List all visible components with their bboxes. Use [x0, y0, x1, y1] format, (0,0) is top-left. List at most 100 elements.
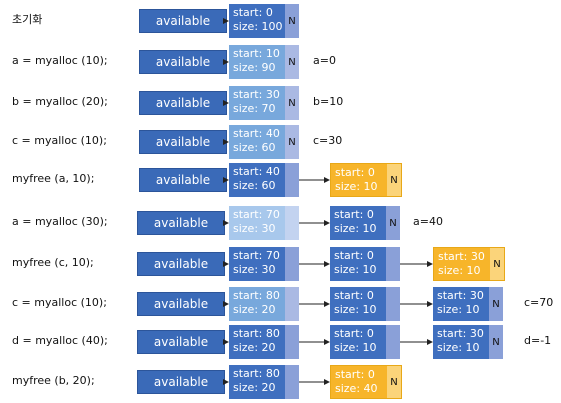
return-value: d=-1 — [524, 334, 552, 347]
node-start: start: 40 — [233, 165, 280, 178]
next-pointer-tail — [285, 325, 299, 359]
node-start: start: 0 — [334, 289, 374, 302]
node-size: size: 100 — [233, 20, 283, 33]
available-head: available — [137, 330, 225, 354]
null-pointer-tail: N — [285, 45, 299, 79]
next-pointer-tail — [285, 247, 299, 281]
node-start: start: 70 — [233, 249, 280, 262]
node-size: size: 10 — [334, 341, 377, 354]
operation-label: a = myalloc (30); — [12, 215, 108, 228]
node-size: size: 10 — [334, 222, 377, 235]
node-start: start: 70 — [233, 208, 280, 221]
next-pointer-tail — [285, 206, 299, 240]
node-start: start: 0 — [334, 208, 374, 221]
null-pointer-tail: N — [387, 366, 401, 398]
node-size: size: 60 — [233, 179, 276, 192]
node-size: size: 10 — [437, 303, 480, 316]
return-value: a=40 — [413, 215, 443, 228]
next-pointer-tail — [386, 287, 400, 321]
node-start: start: 0 — [334, 249, 374, 262]
node-size: size: 60 — [233, 141, 276, 154]
available-head: available — [137, 292, 225, 316]
available-head: available — [137, 211, 225, 235]
node-size: size: 40 — [335, 382, 378, 395]
operation-label: d = myalloc (40); — [12, 334, 108, 347]
next-pointer-tail — [386, 247, 400, 281]
null-pointer-tail: N — [285, 86, 299, 120]
operation-label: a = myalloc (10); — [12, 54, 108, 67]
node-start: start: 80 — [233, 367, 280, 380]
null-pointer-tail: N — [489, 287, 503, 321]
next-pointer-tail — [285, 287, 299, 321]
operation-label: myfree (a, 10); — [12, 172, 95, 185]
node-start: start: 0 — [334, 327, 374, 340]
node-start: start: 30 — [438, 250, 485, 263]
node-size: size: 10 — [438, 264, 481, 277]
node-start: start: 30 — [437, 289, 484, 302]
node-start: start: 30 — [437, 327, 484, 340]
operation-label: c = myalloc (10); — [12, 296, 107, 309]
return-value: a=0 — [313, 54, 336, 67]
next-pointer-tail — [285, 163, 299, 197]
null-pointer-tail: N — [285, 4, 299, 38]
null-pointer-tail: N — [490, 248, 504, 280]
available-head: available — [137, 252, 225, 276]
next-pointer-tail — [386, 325, 400, 359]
node-size: size: 30 — [233, 222, 276, 235]
available-head: available — [139, 168, 227, 192]
node-size: size: 10 — [437, 341, 480, 354]
node-start: start: 0 — [335, 166, 375, 179]
null-pointer-tail: N — [387, 164, 401, 196]
node-start: start: 80 — [233, 289, 280, 302]
operation-label: myfree (c, 10); — [12, 256, 94, 269]
operation-label: 초기화 — [12, 13, 43, 26]
operation-label: c = myalloc (10); — [12, 134, 107, 147]
available-head: available — [139, 130, 227, 154]
null-pointer-tail: N — [386, 206, 400, 240]
node-size: size: 30 — [233, 263, 276, 276]
node-start: start: 80 — [233, 327, 280, 340]
return-value: c=70 — [524, 296, 554, 309]
null-pointer-tail: N — [489, 325, 503, 359]
node-size: size: 10 — [334, 263, 377, 276]
node-size: size: 10 — [334, 303, 377, 316]
node-size: size: 70 — [233, 102, 276, 115]
null-pointer-tail: N — [285, 125, 299, 159]
node-start: start: 0 — [335, 368, 375, 381]
node-start: start: 30 — [233, 88, 280, 101]
node-start: start: 40 — [233, 127, 280, 140]
next-pointer-tail — [285, 365, 299, 399]
operation-label: myfree (b, 20); — [12, 374, 95, 387]
